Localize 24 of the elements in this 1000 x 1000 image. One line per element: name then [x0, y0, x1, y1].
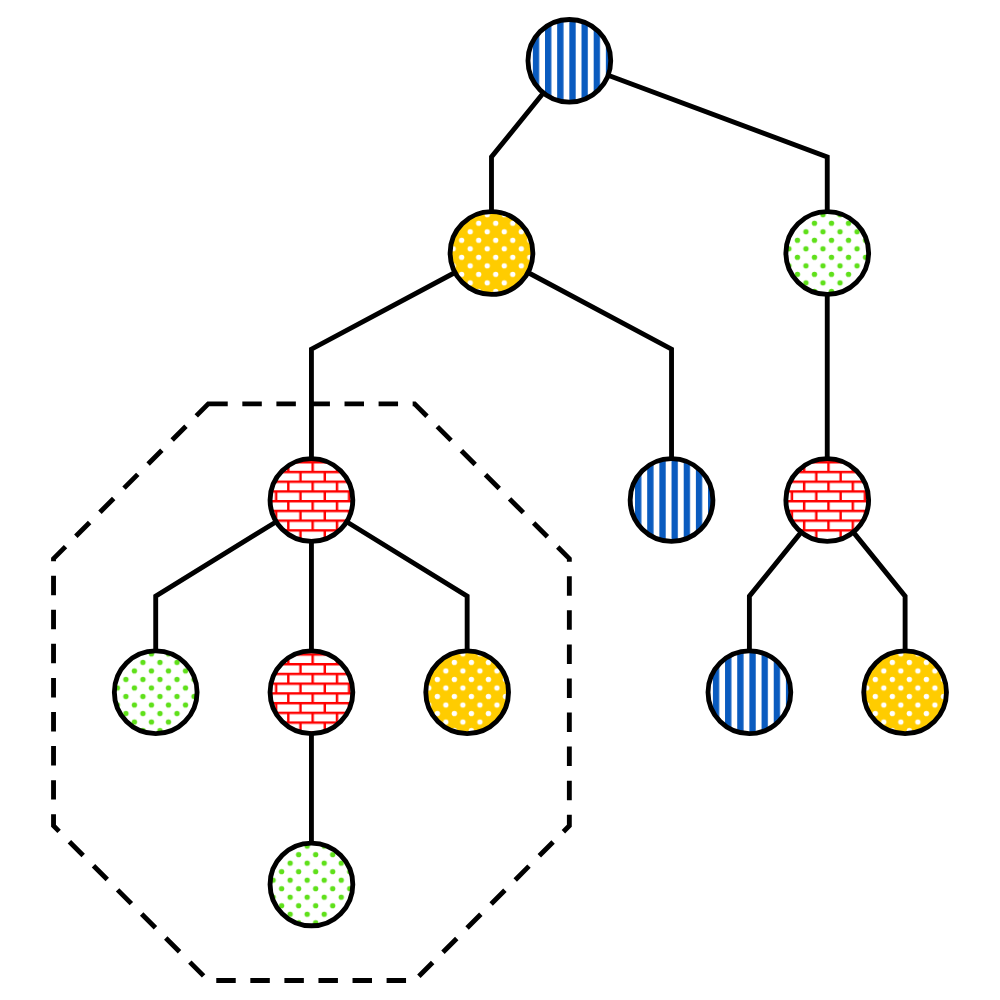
connector [851, 530, 908, 651]
connector [746, 530, 804, 651]
connector [526, 270, 674, 459]
node-circle [627, 456, 716, 544]
connector [309, 270, 457, 459]
connector [309, 733, 314, 844]
node-circle [447, 209, 536, 297]
node-circle [705, 648, 794, 736]
node-circle [267, 840, 356, 929]
connector [345, 519, 470, 651]
connector [309, 541, 314, 651]
cluster [51, 401, 572, 983]
node-circle [111, 648, 200, 736]
connector [489, 91, 546, 212]
connector [824, 294, 830, 459]
node-circle [423, 648, 511, 736]
node-circle [783, 456, 872, 544]
node-circle [267, 456, 356, 544]
node-circle [783, 209, 872, 297]
node-circle [267, 648, 356, 736]
connector [607, 73, 830, 212]
connector [153, 519, 278, 651]
node-circle [525, 17, 614, 105]
node-circle [861, 648, 949, 736]
